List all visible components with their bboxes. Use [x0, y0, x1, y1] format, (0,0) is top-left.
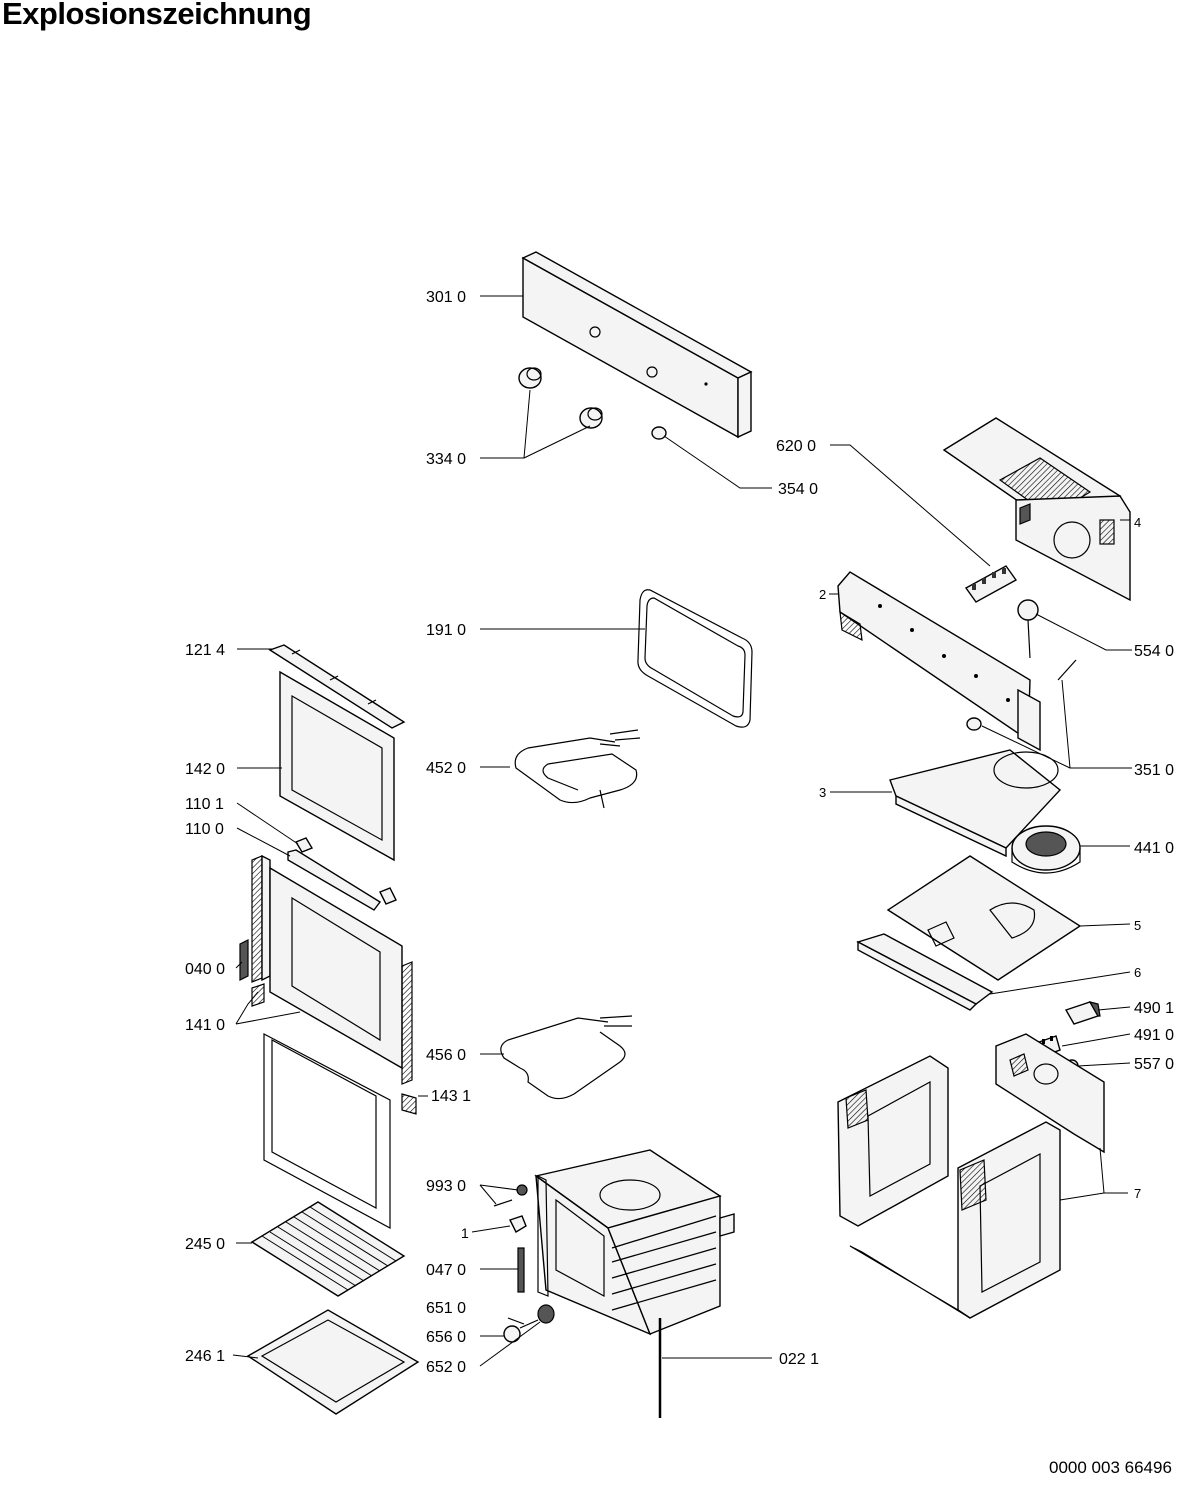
- page-title: Explosionszeichnung: [2, 0, 312, 31]
- callout-label: 141 0: [185, 1017, 225, 1034]
- door-hinge-fitting-part: [287, 837, 397, 911]
- callout-label: 245 0: [185, 1236, 225, 1253]
- inner-door-glass-part: [263, 1033, 391, 1230]
- outer-casing-part: [837, 1033, 1105, 1319]
- callout-label: 993 0: [426, 1178, 466, 1195]
- callout-label: 491 0: [1134, 1027, 1174, 1044]
- control-module-part: [964, 565, 1018, 603]
- oven-cavity-part: [534, 1149, 735, 1336]
- baking-tray-part: [246, 1309, 420, 1415]
- callout-label: 354 0: [778, 481, 818, 498]
- callout-label: 301 0: [426, 289, 466, 306]
- callout-labels: 301 0 334 0 354 0 620 0 4 2 554 0 191 0 …: [185, 289, 1174, 1376]
- callout-label: 047 0: [426, 1262, 466, 1279]
- callout-label: 2: [819, 587, 826, 602]
- callout-label: 5: [1134, 918, 1141, 933]
- small-knob-part: [651, 426, 667, 440]
- control-panel-part: [521, 251, 753, 439]
- callout-label: 7: [1134, 1186, 1141, 1201]
- callout-label: 651 0: [426, 1300, 466, 1317]
- door-frame-part: [239, 854, 417, 1115]
- lamp-holder-part: [966, 659, 1077, 731]
- door-top-trim-part: [268, 644, 406, 729]
- bottom-heating-element-part: [500, 1015, 633, 1100]
- callout-label: 656 0: [426, 1329, 466, 1346]
- callout-label: 334 0: [426, 451, 466, 468]
- wire-rack-part: [250, 1201, 406, 1297]
- top-housing-part: [942, 417, 1131, 602]
- callout-label: 652 0: [426, 1359, 466, 1376]
- outer-door-glass-part: [279, 670, 395, 862]
- top-heating-element-part: [514, 729, 641, 809]
- callout-label: 452 0: [426, 760, 466, 777]
- base-plate-part: [886, 855, 1082, 981]
- callout-label: 620 0: [776, 438, 816, 455]
- callout-label: 1: [461, 1225, 469, 1241]
- callout-label: 554 0: [1134, 643, 1174, 660]
- callout-label: 040 0: [185, 961, 225, 978]
- callout-label: 557 0: [1134, 1056, 1174, 1073]
- callout-label: 121 4: [185, 642, 225, 659]
- callout-label: 022 1: [779, 1351, 819, 1368]
- thermostat-part: [1017, 599, 1039, 659]
- small-fitting-part: [493, 1184, 555, 1343]
- callout-label: 142 0: [185, 761, 225, 778]
- callout-label: 3: [819, 785, 826, 800]
- callout-label: 6: [1134, 965, 1141, 980]
- callout-label: 441 0: [1134, 840, 1174, 857]
- callout-label: 246 1: [185, 1348, 225, 1365]
- callout-label: 110 1: [185, 796, 224, 813]
- callout-label: 490 1: [1134, 1000, 1174, 1017]
- knob-part: [518, 367, 603, 429]
- callout-label: 110 0: [185, 821, 224, 838]
- fan-part: [1011, 825, 1081, 874]
- callout-label: 456 0: [426, 1047, 466, 1064]
- front-frame-part: [837, 571, 1041, 752]
- leader-lines: [232, 295, 1132, 1367]
- callout-label: 351 0: [1134, 762, 1174, 779]
- door-seal-part: [637, 589, 753, 728]
- callout-label: 143 1: [431, 1088, 471, 1105]
- fan-cover-part: [889, 749, 1062, 858]
- callout-label: 4: [1134, 515, 1141, 530]
- bottom-strip-part: [856, 933, 994, 1011]
- document-number: 0000 003 66496: [1049, 1458, 1172, 1477]
- callout-label: 191 0: [426, 622, 466, 639]
